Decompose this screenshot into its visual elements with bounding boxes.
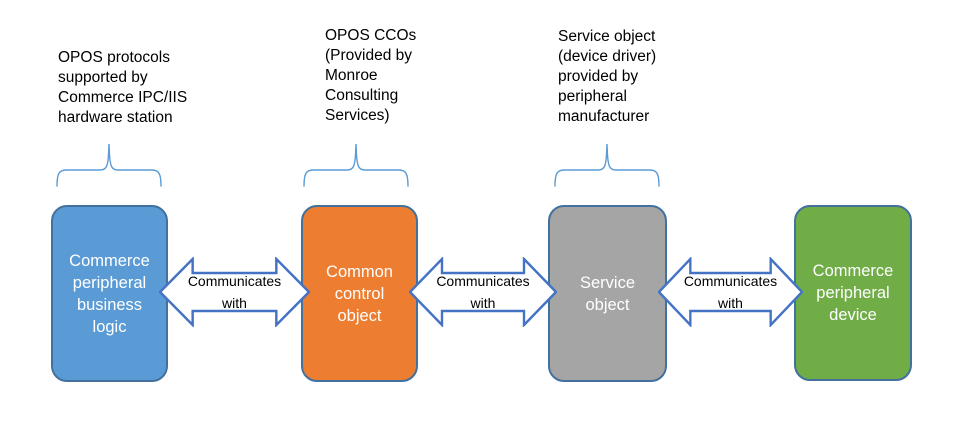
curly-brace-icon: [303, 143, 409, 187]
curly-brace-icon: [56, 143, 162, 187]
double-arrow-icon: [159, 257, 310, 327]
node-common-control-object: Common control object: [301, 205, 418, 382]
connector-arrow-2: Communicates with: [409, 257, 557, 327]
node-commerce-peripheral-business-logic: Commerce peripheral business logic: [51, 205, 168, 382]
annotation-opos-ccos: OPOS CCOs (Provided by Monroe Consulting…: [325, 27, 417, 124]
connector-arrow-3: Communicates with: [658, 257, 803, 327]
connector-arrow-1: Communicates with: [159, 257, 310, 327]
node-commerce-peripheral-device: Commerce peripheral device: [794, 205, 912, 381]
annotation-opos-protocols: OPOS protocols supported by Commerce IPC…: [58, 49, 188, 126]
connector-label: Communicates with: [187, 273, 282, 311]
annotation-service-object-driver: Service object (device driver) provided …: [558, 28, 657, 125]
curly-brace-icon: [554, 143, 660, 187]
node-service-object: Service object: [548, 205, 667, 382]
connector-label: Communicates with: [436, 273, 530, 311]
double-arrow-icon: [658, 257, 803, 327]
double-arrow-icon: [409, 257, 557, 327]
connector-label: Communicates with: [683, 273, 778, 311]
